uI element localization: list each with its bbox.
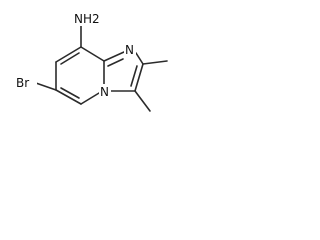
amine-label: NH2	[74, 12, 100, 26]
label-background-br	[15, 75, 37, 90]
label-background-nh2	[73, 11, 95, 26]
double-bond-c2-c3	[130, 65, 138, 87]
bond-c8a-c8	[80, 46, 105, 62]
bond-c8a-n1	[103, 51, 125, 62]
double-bond-c8a-n1	[107, 58, 124, 67]
bond-c2-methyl	[142, 60, 168, 65]
bond-c8-c7	[55, 46, 82, 63]
label-background-n4	[99, 84, 111, 99]
molecule-structure: NH2 N N Br	[15, 11, 168, 112]
imidazole-nitrogen-label: N	[125, 43, 134, 57]
bond-c3-methyl	[134, 90, 151, 112]
bridge-nitrogen-label: N	[100, 85, 109, 99]
bromine-label: Br	[16, 76, 29, 90]
label-background-n1	[124, 42, 136, 57]
double-bond-c8-c7	[60, 52, 80, 65]
double-bond-c6-c5	[60, 87, 80, 99]
bond-c6-c5	[55, 89, 82, 105]
bond-n1-c2	[135, 52, 144, 65]
bond-c2-c3	[134, 63, 144, 92]
